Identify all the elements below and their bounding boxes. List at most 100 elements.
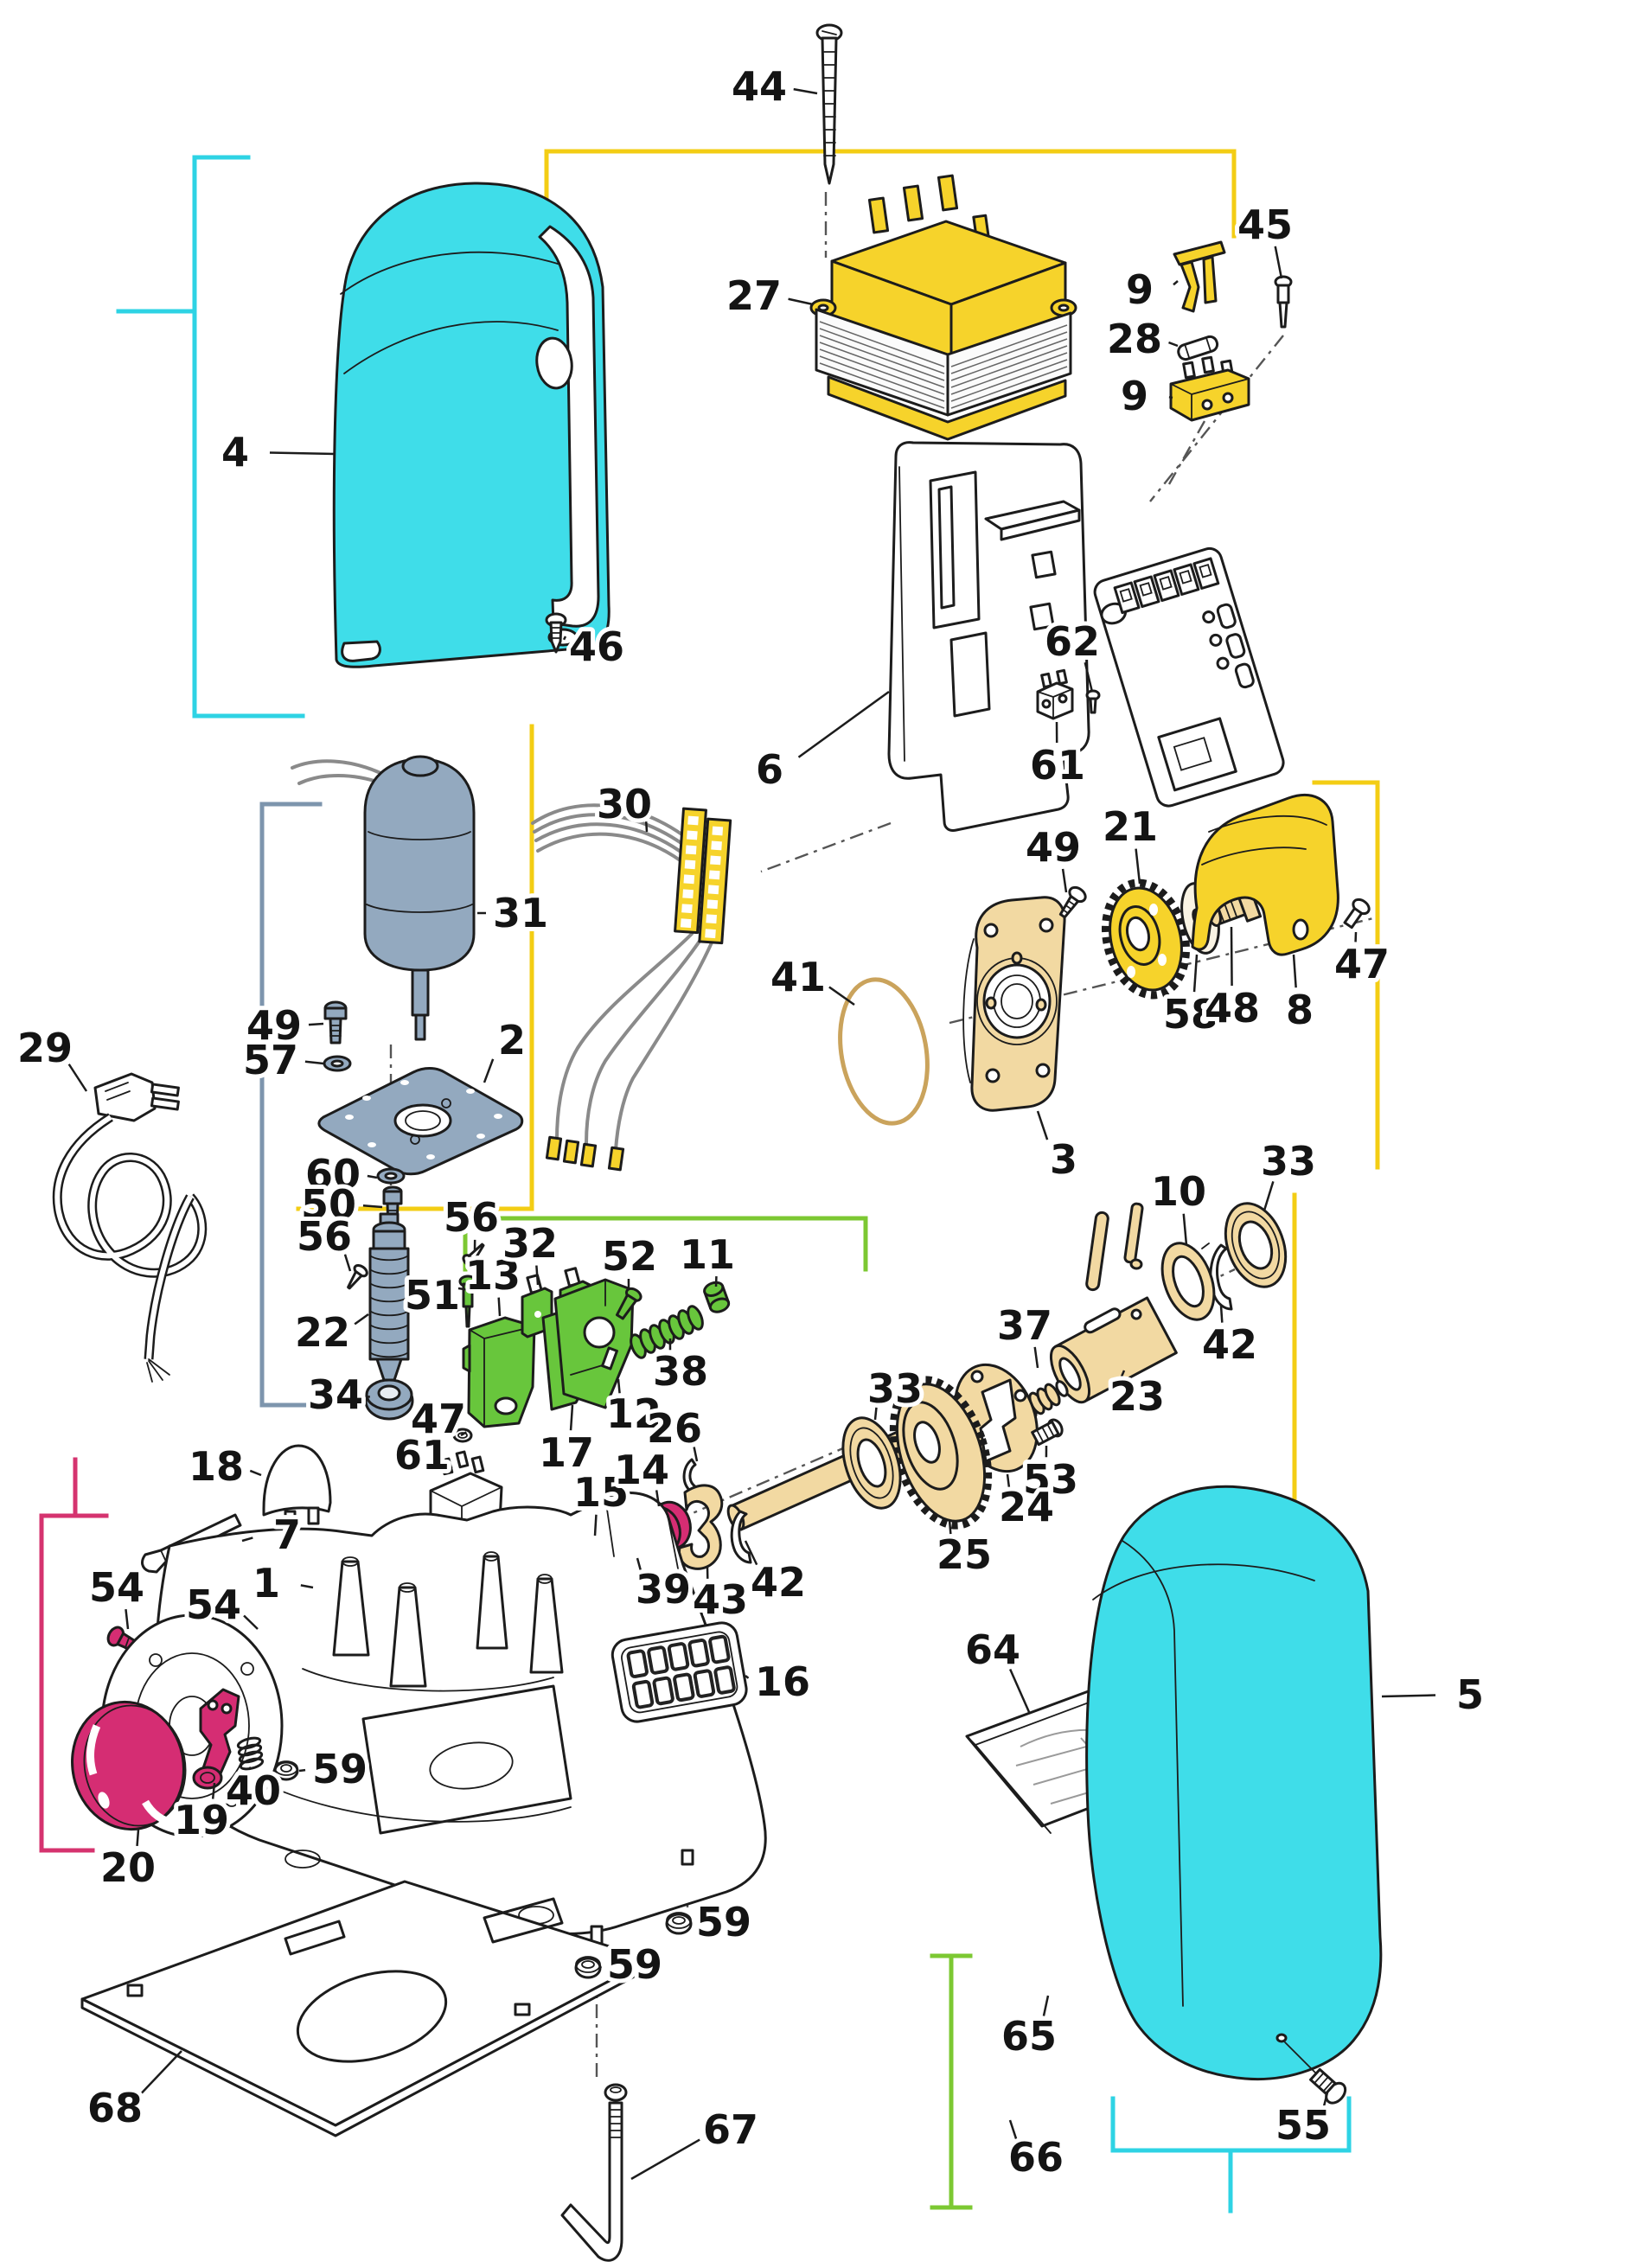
part-56-screw xyxy=(462,1243,485,1268)
part-44-screw xyxy=(815,23,843,185)
part-label-22: 22 xyxy=(291,1305,369,1360)
part-number-61: 61 xyxy=(1030,742,1085,789)
part-label-52: 52 xyxy=(598,1229,662,1291)
part-number-41: 41 xyxy=(770,954,826,1000)
part-label-14: 14 xyxy=(610,1442,674,1507)
part-21-gear xyxy=(1102,878,1190,1000)
leader-line-64 xyxy=(1009,1668,1031,1713)
part-29-power-cord xyxy=(52,1072,208,1383)
part-49-screw xyxy=(323,1000,348,1045)
leader-line-49 xyxy=(308,1022,324,1026)
leader-line-19 xyxy=(211,1782,216,1799)
part-number-56: 56 xyxy=(297,1213,352,1260)
part-6-bracket xyxy=(887,441,1090,832)
part-number-61: 61 xyxy=(394,1432,450,1479)
part-34-bearing xyxy=(364,1378,414,1421)
part-label-49: 49 xyxy=(1021,820,1085,893)
part-number-37: 37 xyxy=(997,1302,1052,1349)
part-60-washer xyxy=(376,1167,406,1185)
part-label-47: 47 xyxy=(1330,931,1394,992)
part-number-64: 64 xyxy=(965,1626,1020,1673)
part-label-38: 38 xyxy=(649,1338,713,1399)
part-label-50: 50 xyxy=(297,1177,383,1232)
part-label-25: 25 xyxy=(932,1519,996,1582)
leader-line-62 xyxy=(1084,661,1094,693)
leader-line-25 xyxy=(948,1519,952,1535)
leader-line-21 xyxy=(1135,848,1141,885)
part-label-7: 7 xyxy=(241,1507,305,1562)
part-56-screw xyxy=(347,1263,368,1290)
part-number-45: 45 xyxy=(1237,201,1293,248)
leader-line-51 xyxy=(457,1287,466,1291)
leader-line-6 xyxy=(797,690,890,758)
part-number-25: 25 xyxy=(937,1531,992,1578)
leader-line-22 xyxy=(354,1313,369,1326)
part-number-44: 44 xyxy=(732,63,787,110)
leader-line-33 xyxy=(1263,1180,1275,1211)
part-57-washer xyxy=(323,1055,352,1072)
part-label-44: 44 xyxy=(727,59,818,114)
part-label-56: 56 xyxy=(439,1190,503,1251)
part-label-28: 28 xyxy=(1103,311,1179,367)
part-5-rear-cover xyxy=(1085,1485,1383,2081)
part-number-67: 67 xyxy=(703,2106,758,2153)
part-40-spring xyxy=(236,1736,265,1771)
leader-line-66 xyxy=(1008,2119,1018,2140)
part-42-circlip xyxy=(730,1510,752,1564)
part-number-13: 13 xyxy=(465,1252,521,1299)
leader-line-68 xyxy=(140,2050,182,2094)
part-9-clamp xyxy=(1173,240,1226,313)
bracket-gearbox-left xyxy=(296,724,534,1211)
part-number-38: 38 xyxy=(653,1348,708,1395)
part-label-32: 32 xyxy=(498,1216,562,1286)
leader-line-4 xyxy=(269,451,336,456)
part-label-42: 42 xyxy=(1198,1305,1262,1372)
part-label-9: 9 xyxy=(1122,262,1179,317)
part-label-61: 61 xyxy=(390,1428,454,1483)
part-number-52: 52 xyxy=(602,1233,657,1280)
part-label-58: 58 xyxy=(1159,954,1223,1042)
part-number-55: 55 xyxy=(1275,2102,1331,2149)
part-9-terminal-block xyxy=(1169,355,1250,422)
part-33-bearing xyxy=(841,1416,902,1510)
part-number-28: 28 xyxy=(1107,316,1162,362)
part-label-26: 26 xyxy=(642,1401,706,1462)
part-number-53: 53 xyxy=(1023,1456,1078,1503)
leader-line-9 xyxy=(1168,395,1173,399)
part-number-43: 43 xyxy=(693,1576,748,1623)
part-label-6: 6 xyxy=(751,690,890,797)
part-number-49: 49 xyxy=(1026,824,1081,871)
part-38-spring xyxy=(630,1305,704,1359)
part-number-56: 56 xyxy=(444,1194,499,1241)
part-label-18: 18 xyxy=(184,1439,262,1494)
leader-line-57 xyxy=(304,1060,324,1065)
part-label-37: 37 xyxy=(993,1298,1057,1369)
part-number-5: 5 xyxy=(1456,1671,1484,1718)
part-number-2: 2 xyxy=(498,1017,526,1064)
part-label-59: 59 xyxy=(599,1937,667,1992)
part-number-34: 34 xyxy=(308,1371,363,1418)
part-number-33: 33 xyxy=(1261,1138,1316,1185)
leader-line-67 xyxy=(630,2138,700,2181)
part-label-13: 13 xyxy=(461,1248,525,1317)
part-label-34: 34 xyxy=(304,1367,370,1422)
part-label-51: 51 xyxy=(400,1268,466,1323)
part-59-nut xyxy=(665,1912,693,1935)
part-label-12: 12 xyxy=(602,1378,666,1441)
part-number-7: 7 xyxy=(273,1511,301,1558)
leader-line-56 xyxy=(343,1254,352,1272)
part-number-8: 8 xyxy=(1286,987,1314,1033)
part-label-16: 16 xyxy=(745,1654,815,1709)
part-13-switch-housing xyxy=(462,1316,536,1428)
leader-line-54 xyxy=(125,1608,130,1630)
part-label-47: 47 xyxy=(406,1391,470,1447)
part-label-46: 46 xyxy=(562,619,629,674)
part-number-59: 59 xyxy=(696,1899,751,1945)
leader-line-8 xyxy=(1292,954,1297,988)
part-55-screw xyxy=(1284,2041,1347,2105)
part-number-58: 58 xyxy=(1163,991,1218,1038)
part-33-bearing xyxy=(1224,1202,1288,1288)
part-number-62: 62 xyxy=(1045,618,1100,665)
part-label-31: 31 xyxy=(477,885,553,941)
part-number-40: 40 xyxy=(226,1767,281,1814)
